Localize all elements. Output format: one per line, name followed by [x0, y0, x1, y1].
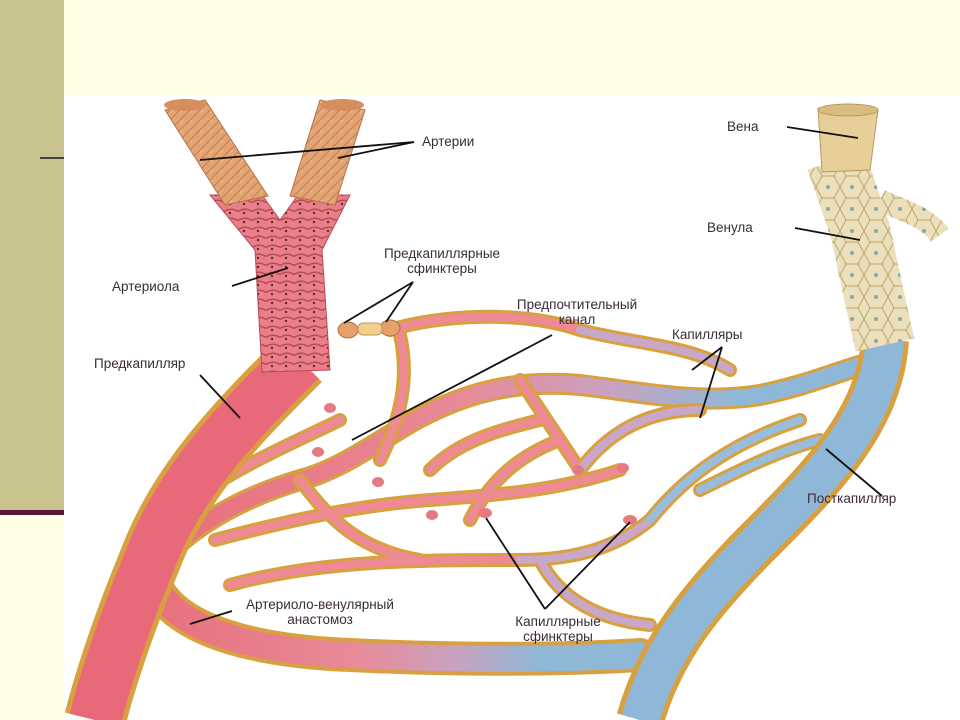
vein: [817, 103, 879, 173]
label-av-anastomosis: Артериоло-венулярный анастомоз: [210, 597, 430, 627]
label-postcapillary: Посткапилляр: [807, 491, 897, 506]
postcapillary-vessel: [616, 337, 909, 720]
label-preferential-channel-line2: канал: [558, 312, 596, 327]
precapillary-vessel: [64, 338, 322, 720]
label-capillary-sphincters-line2: сфинктеры: [523, 629, 593, 644]
arteriole: [208, 194, 351, 373]
label-capillaries: Капилляры: [672, 327, 743, 342]
label-av-anastomosis-line1: Артериоло-венулярный: [246, 597, 394, 612]
header-band: [64, 0, 960, 96]
label-venule: Венула: [707, 220, 753, 235]
venule: [807, 150, 949, 352]
leader-lines: [189, 126, 883, 625]
side-tick: [40, 157, 64, 159]
label-vein: Вена: [727, 119, 759, 134]
label-precapillary-sphincters-line2: сфинктеры: [407, 261, 477, 276]
label-capillary-sphincters: Капиллярные сфинктеры: [478, 614, 638, 644]
label-av-anastomosis-line2: анастомоз: [287, 612, 353, 627]
label-precapillary-sphincters-line1: Предкапиллярные: [383, 246, 501, 261]
side-rule: [0, 510, 64, 515]
label-precapillary-sphincters: Предкапиллярные сфинктеры: [352, 246, 532, 276]
side-panel: [0, 0, 64, 510]
capillary-sphincter-marks: [312, 403, 637, 525]
label-precapillary: Предкапилляр: [94, 356, 186, 371]
label-capillary-sphincters-line1: Капиллярные: [515, 614, 601, 629]
precapillary-sphincter-marks: [337, 319, 401, 339]
arteries: [164, 99, 366, 206]
arteriovenular-anastomosis: [133, 543, 657, 676]
label-preferential-channel-line1: Предпочтительный: [516, 297, 638, 312]
label-arteries: Артерии: [422, 134, 475, 149]
label-preferential-channel: Предпочтительный канал: [482, 297, 672, 327]
label-arteriole: Артериола: [112, 279, 180, 294]
